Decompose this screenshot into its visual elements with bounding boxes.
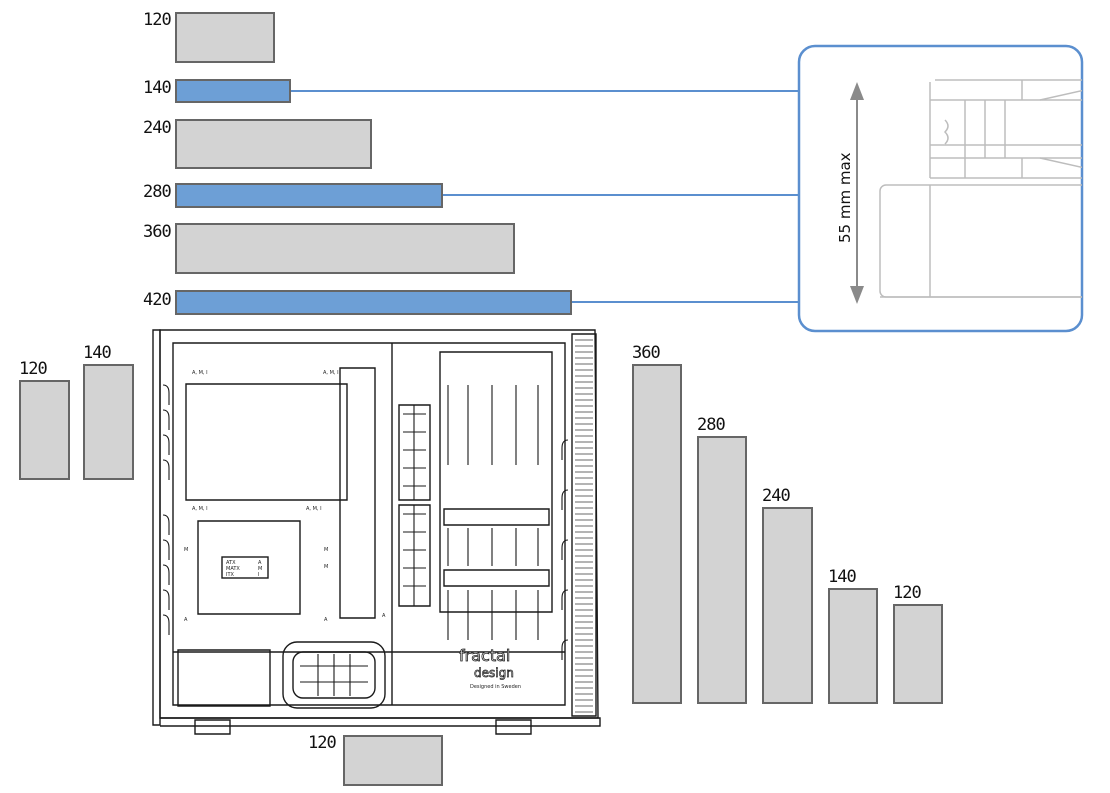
standoff-label-a1: A — [184, 617, 188, 623]
top-radiator-label-140: 140 — [143, 78, 172, 98]
top-radiator-240 — [175, 119, 372, 169]
top-radiator-label-120: 120 — [143, 10, 172, 30]
brand-logo-line1: fractal — [459, 646, 510, 665]
top-radiator-420 — [175, 290, 572, 315]
right-radiator-140 — [828, 588, 878, 704]
top-radiator-label-280: 280 — [143, 182, 172, 202]
standoff-label-1: A, M, I — [192, 370, 208, 376]
case-side-view — [152, 329, 601, 735]
clearance-callout: 55 mm max — [797, 44, 1084, 333]
left-radiator-label-140: 140 — [83, 343, 112, 363]
left-radiator-120 — [19, 380, 70, 480]
standoff-label-2: A, M, I — [323, 370, 339, 376]
top-radiator-label-240: 240 — [143, 118, 172, 138]
right-radiator-label-280: 280 — [697, 415, 726, 435]
right-radiator-280 — [697, 436, 747, 704]
standoff-label-a2: A — [324, 617, 328, 623]
top-radiator-120 — [175, 12, 275, 63]
clearance-dimension-arrow — [850, 82, 864, 304]
top-radiator-140 — [175, 79, 291, 103]
case-detail-lines — [162, 384, 569, 696]
standoff-label-3: A, M, I — [192, 506, 208, 512]
standoff-label-m2: M — [324, 547, 328, 553]
clearance-label: 55 mm max — [836, 152, 854, 243]
callout-connector-lines — [291, 90, 799, 303]
standoff-label-m1: M — [184, 547, 188, 553]
left-radiator-140 — [83, 364, 134, 480]
front-mesh — [575, 339, 593, 713]
right-radiator-120 — [893, 604, 943, 704]
top-radiator-280 — [175, 183, 443, 208]
top-radiator-label-360: 360 — [143, 222, 172, 242]
standoff-label-a3: A — [382, 613, 386, 619]
bottom-radiator-label-120: 120 — [308, 733, 337, 753]
right-radiator-label-140: 140 — [828, 567, 857, 587]
right-radiator-240 — [762, 507, 813, 704]
right-radiator-360 — [632, 364, 682, 704]
clearance-detail-drawing — [879, 79, 1082, 298]
right-radiator-label-120: 120 — [893, 583, 922, 603]
brand-tagline: Designed in Sweden — [470, 684, 521, 690]
standoff-label-m3: M — [324, 564, 328, 570]
bottom-radiator-120 — [343, 735, 443, 786]
top-radiator-label-420: 420 — [143, 290, 172, 310]
left-radiator-label-120: 120 — [19, 359, 48, 379]
right-radiator-label-240: 240 — [762, 486, 791, 506]
right-radiator-label-360: 360 — [632, 343, 661, 363]
top-radiator-360 — [175, 223, 515, 274]
standoff-label-4: A, M, I — [306, 506, 322, 512]
brand-logo-line2: design — [474, 666, 514, 680]
case-markings: A, M, I A, M, I A, M, I A, M, I M M M A … — [184, 370, 521, 690]
